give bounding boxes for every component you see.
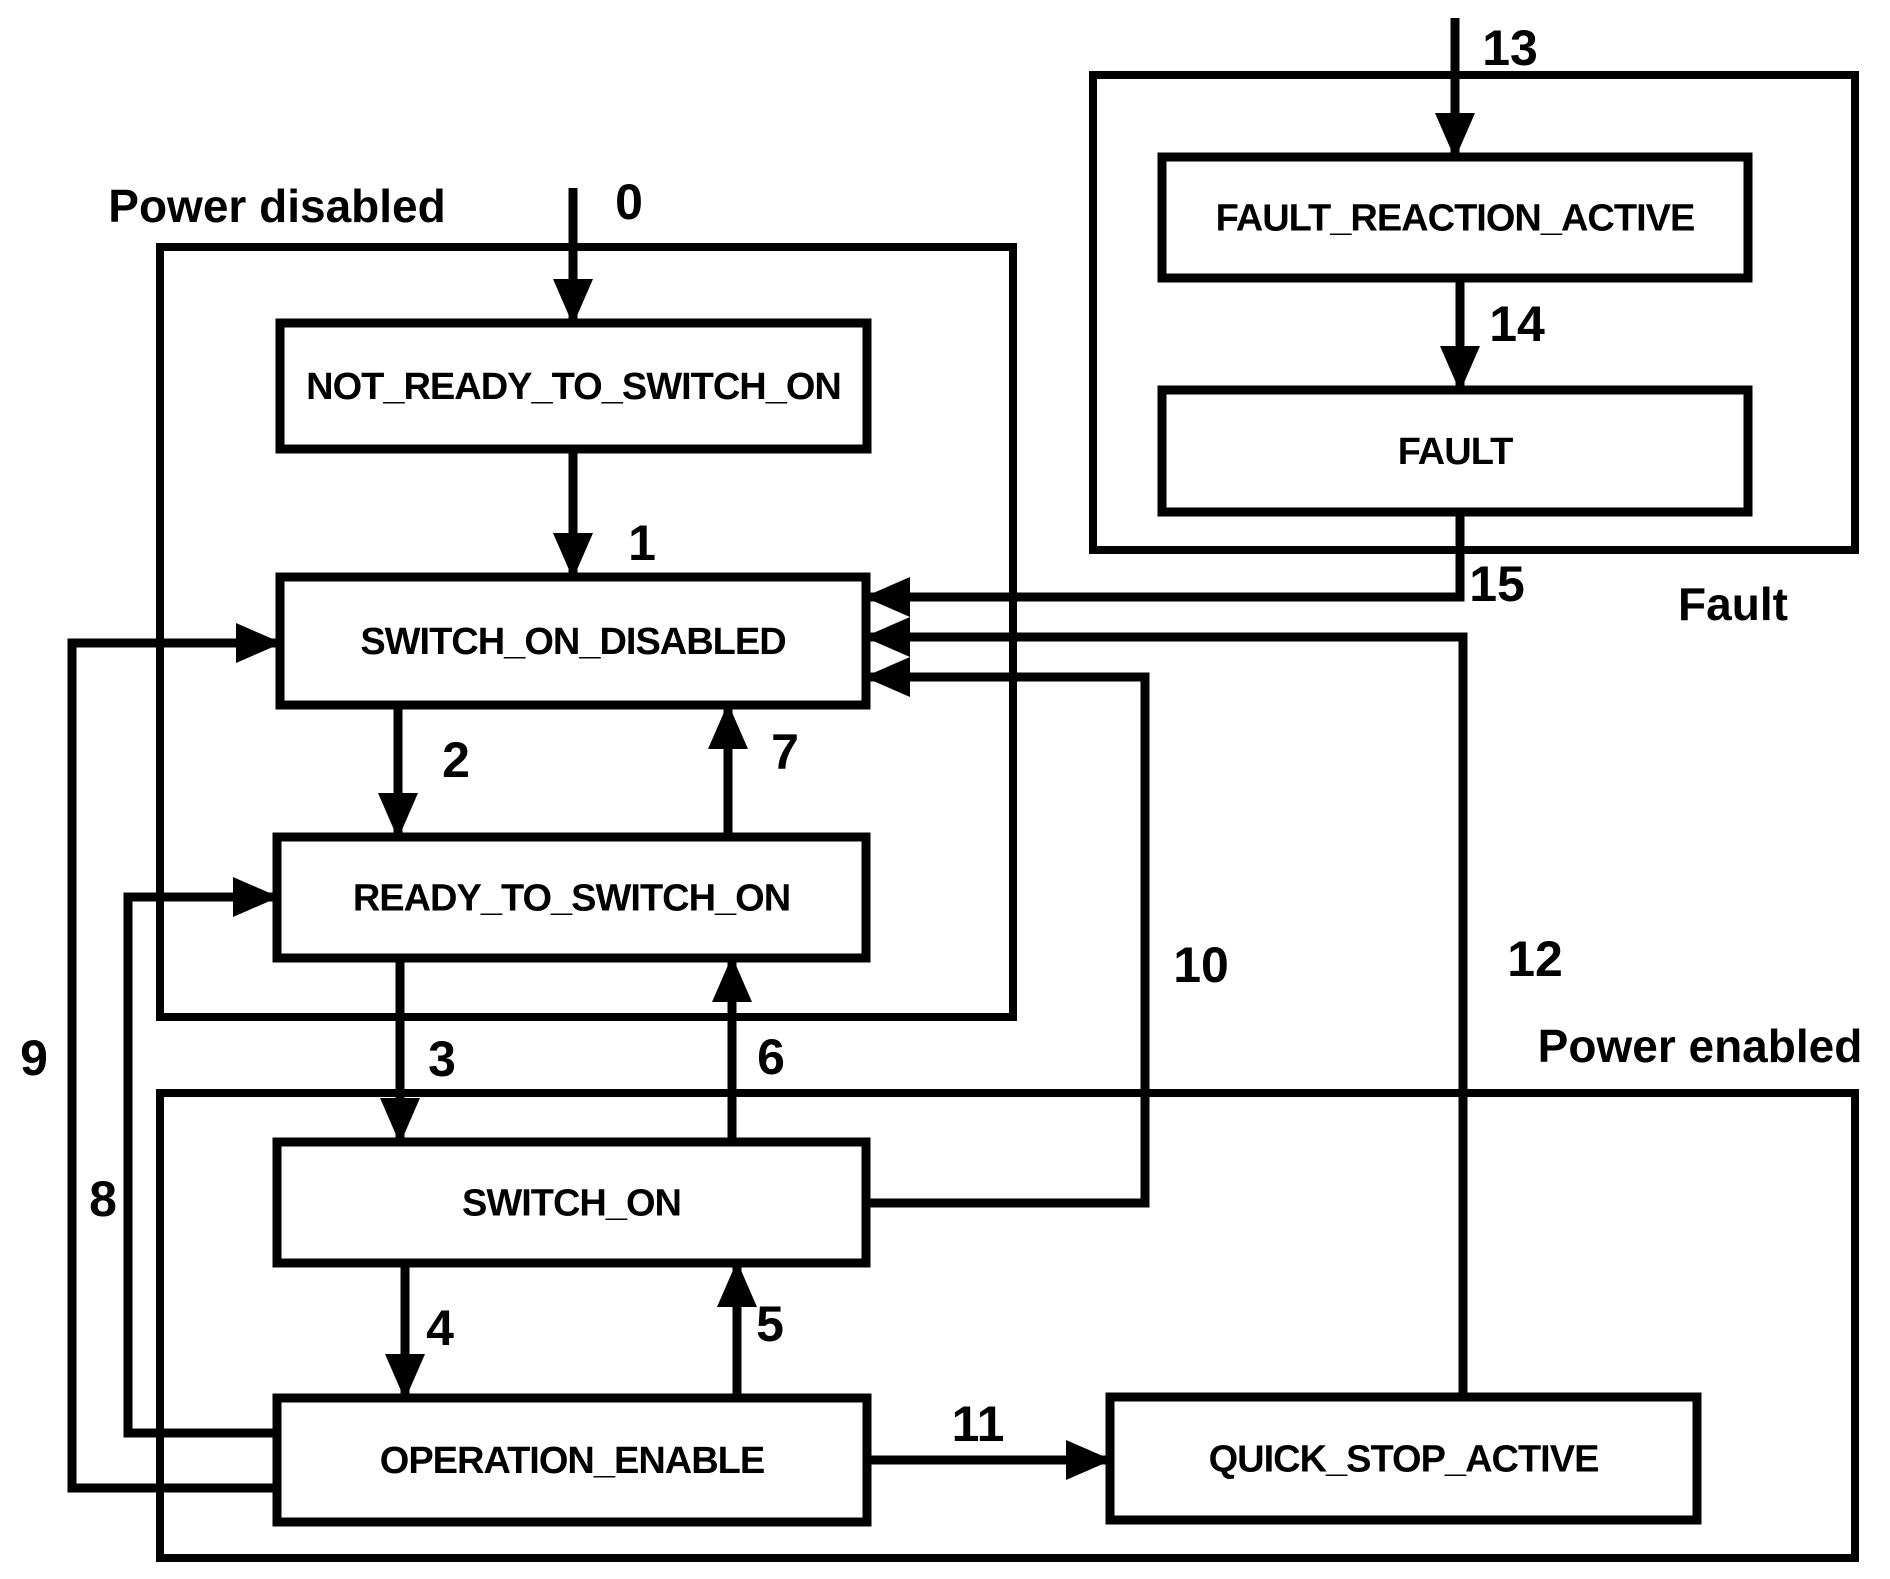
regions-layer bbox=[156, 71, 1859, 1562]
state-label-fault: FAULT bbox=[1398, 431, 1513, 473]
transition-4-label: 4 bbox=[426, 1300, 454, 1356]
state-ready-to-switch-on bbox=[272, 832, 871, 963]
state-label-not-ready-to-switch-on: NOT_READY_TO_SWITCH_ON bbox=[306, 366, 841, 408]
region-power-disabled bbox=[156, 243, 1017, 1021]
transition-7-label: 7 bbox=[771, 724, 799, 780]
state-label-switch-on-disabled: SWITCH_ON_DISABLED bbox=[360, 621, 785, 663]
state-quick-stop-active bbox=[1105, 1392, 1702, 1525]
transition-9-label: 9 bbox=[20, 1030, 48, 1086]
transitions-layer bbox=[67, 18, 1480, 1493]
region-fault-region bbox=[1089, 71, 1859, 554]
transition-10-label: 10 bbox=[1173, 937, 1229, 993]
states-layer: NOT_READY_TO_SWITCH_ON SWITCH_ON_DISABLED… bbox=[272, 152, 1753, 1527]
transition-15-line bbox=[864, 512, 1465, 617]
transition-2-label: 2 bbox=[442, 732, 470, 788]
transition-5-label: 5 bbox=[756, 1296, 784, 1352]
transition-12-label: 12 bbox=[1507, 931, 1563, 987]
transition-1-label: 1 bbox=[628, 515, 656, 571]
transition-12-line bbox=[864, 617, 1468, 1397]
transition-6-label: 6 bbox=[757, 1029, 785, 1085]
state-label-quick-stop-active: QUICK_STOP_ACTIVE bbox=[1209, 1439, 1599, 1481]
state-fault-reaction-active bbox=[1157, 152, 1753, 283]
transition-0-label: 0 bbox=[615, 174, 643, 230]
state-not-ready-to-switch-on bbox=[275, 318, 872, 454]
transition-11-label: 11 bbox=[952, 1396, 1005, 1452]
transition-13-label: 13 bbox=[1482, 20, 1538, 76]
transition-8-label: 8 bbox=[89, 1171, 117, 1227]
region-label-power-enabled: Power enabled bbox=[1538, 1020, 1863, 1072]
state-fault bbox=[1157, 385, 1753, 517]
region-label-power-disabled: Power disabled bbox=[108, 180, 445, 232]
state-operation-enable bbox=[272, 1393, 872, 1527]
state-label-operation-enable: OPERATION_ENABLE bbox=[380, 1440, 764, 1482]
region-label-fault-region: Fault bbox=[1678, 578, 1788, 630]
state-label-fault-reaction-active: FAULT_REACTION_ACTIVE bbox=[1216, 198, 1695, 240]
state-switch-on-disabled bbox=[275, 572, 871, 710]
transition-15-label: 15 bbox=[1469, 556, 1525, 612]
transition-3-label: 3 bbox=[428, 1031, 456, 1087]
transition-9-line bbox=[67, 623, 282, 1493]
state-switch-on bbox=[272, 1137, 871, 1268]
transition-8-line bbox=[123, 877, 279, 1438]
state-label-switch-on: SWITCH_ON bbox=[462, 1183, 681, 1225]
transition-10-line bbox=[864, 657, 1150, 1208]
transition-14-label: 14 bbox=[1489, 296, 1545, 352]
region-power-enabled bbox=[156, 1089, 1859, 1562]
state-label-ready-to-switch-on: READY_TO_SWITCH_ON bbox=[353, 878, 790, 920]
